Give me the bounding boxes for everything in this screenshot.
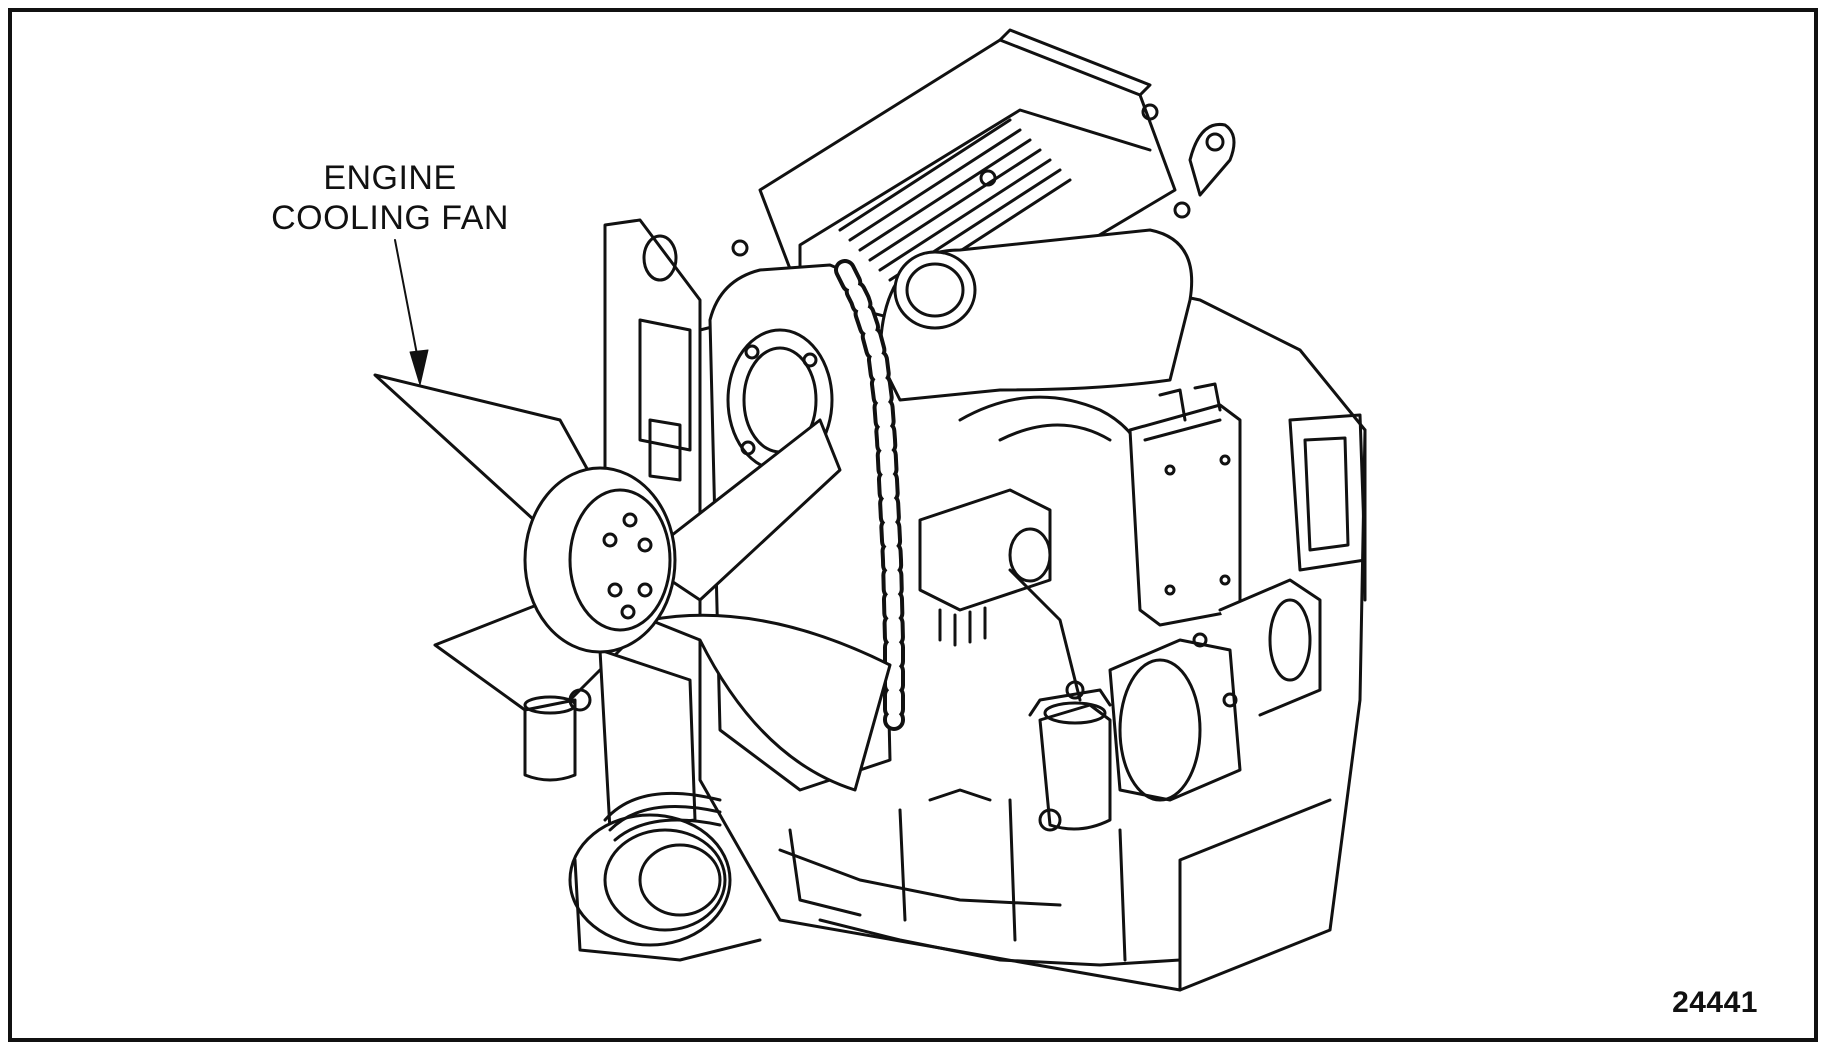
figure-number: 24441 <box>1672 986 1758 1019</box>
callout-line-2: COOLING FAN <box>271 199 509 237</box>
crankshaft-pulley <box>568 791 762 962</box>
callout-line-1: ENGINE <box>323 159 457 197</box>
intake-manifold <box>878 122 1236 522</box>
injection-pump <box>918 488 1082 702</box>
drive-belt-links <box>834 259 905 731</box>
callout-leader <box>394 239 429 386</box>
oil-pan <box>788 788 1127 962</box>
valve-cover <box>731 28 1191 332</box>
engine-cooling-fan-label: ENGINE COOLING FAN <box>240 158 540 238</box>
figure-border <box>8 8 1818 1042</box>
fuel-filter <box>1028 680 1112 831</box>
oil-filter <box>523 688 592 782</box>
cooling-fan <box>373 373 892 832</box>
starter-motor <box>1108 578 1322 802</box>
